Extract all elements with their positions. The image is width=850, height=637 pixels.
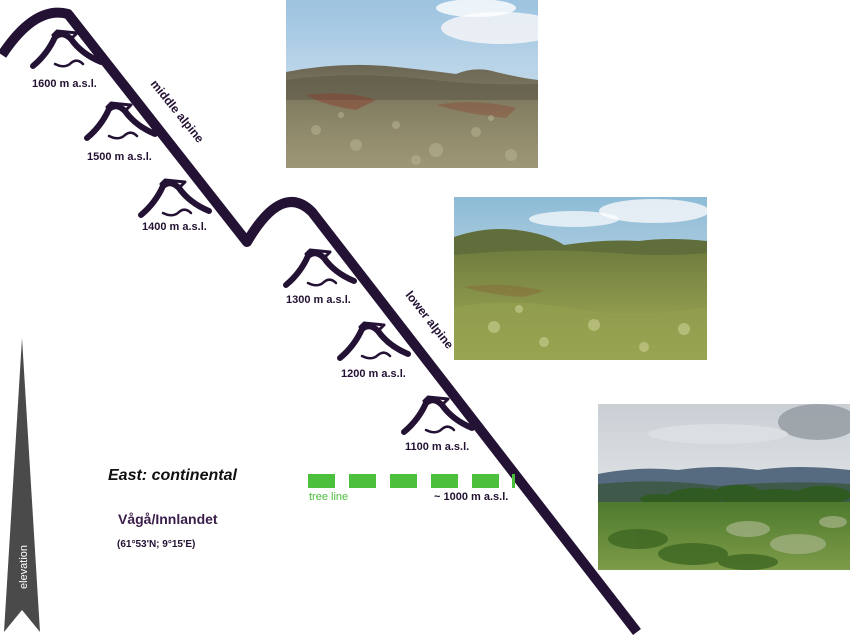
treeline-photo bbox=[598, 404, 850, 570]
elevation-label-1500: 1500 m a.s.l. bbox=[87, 151, 152, 163]
middle-alpine-photo bbox=[286, 0, 538, 168]
mountain-profile-line bbox=[0, 7, 641, 636]
elevation-arrow-label: elevation bbox=[18, 545, 30, 589]
elevation-arrow bbox=[4, 338, 40, 632]
mountain-icon-1200 bbox=[337, 321, 411, 361]
elevation-label-1200: 1200 m a.s.l. bbox=[341, 368, 406, 380]
treeline-elevation-label: ~ 1000 m a.s.l. bbox=[434, 491, 509, 503]
lower-alpine-photo bbox=[454, 197, 707, 360]
elevation-label-1300: 1300 m a.s.l. bbox=[286, 294, 351, 306]
site-name: Vågå/Innlandet bbox=[118, 511, 218, 527]
elevation-label-1600: 1600 m a.s.l. bbox=[32, 78, 97, 90]
site-region: East: continental bbox=[108, 467, 237, 484]
site-coordinates: (61°53'N; 9°15'E) bbox=[117, 539, 196, 550]
treeline-dashes bbox=[308, 474, 515, 488]
mountain-icon-1500 bbox=[84, 101, 158, 141]
elevation-label-1400: 1400 m a.s.l. bbox=[142, 221, 207, 233]
elevation-label-1100: 1100 m a.s.l. bbox=[405, 441, 470, 453]
mountain-icon-1400 bbox=[138, 178, 212, 218]
mountain-icon-1300 bbox=[283, 248, 357, 288]
mountain-icon-1600 bbox=[30, 29, 104, 69]
mountain-icon-1100 bbox=[401, 395, 475, 435]
treeline-label: tree line bbox=[309, 491, 349, 503]
